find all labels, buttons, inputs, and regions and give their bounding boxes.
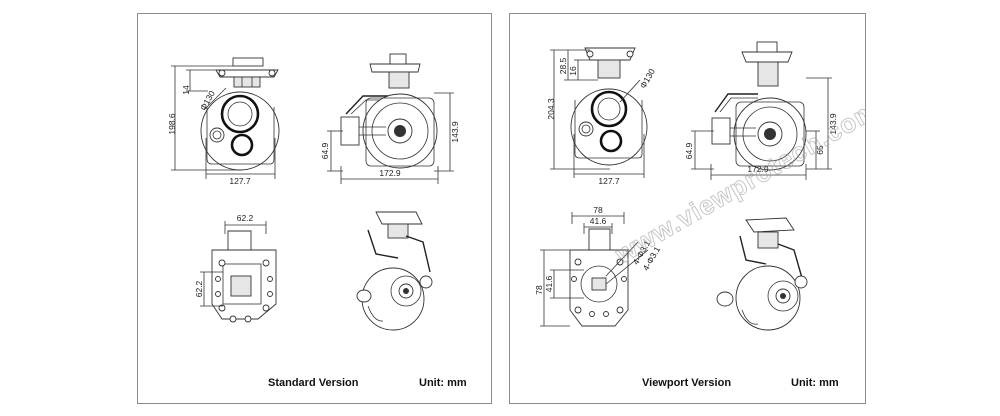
bottom-width-outer-label: 78	[593, 205, 603, 215]
side-height-label: 143.9	[828, 113, 838, 135]
front-height-label: 204.3	[546, 98, 556, 120]
front-height-label: 198.6	[167, 113, 177, 135]
bottom-height-label: 62.2	[194, 280, 204, 297]
side-height-b-label: 65	[815, 145, 825, 155]
front-offset-b-label: 16	[568, 66, 578, 76]
bottom-view: 62.2 62.2	[194, 213, 277, 323]
side-view: 64.9 172.9 143.9	[320, 53, 460, 184]
viewport-version-drawing: 204.3 28.5 16 Φ130 127.7	[534, 41, 865, 331]
front-width-label: 127.7	[229, 176, 251, 186]
front-offset-a-label: 28.5	[558, 57, 568, 74]
side-view: 64.9 172.9 65 143.9	[684, 41, 838, 180]
front-view: 204.3 28.5 16 Φ130 127.7	[546, 47, 657, 186]
front-offset-label: 14	[181, 85, 191, 95]
standard-unit-caption: Unit: mm	[419, 377, 467, 389]
bottom-width-inner-label: 41.6	[590, 216, 607, 226]
bottom-height-inner-label: 41.6	[544, 275, 554, 292]
front-diameter-label: Φ130	[638, 67, 657, 90]
side-width-label: 172.9	[379, 168, 401, 178]
isometric-view	[356, 211, 433, 331]
bottom-view: 78 41.6 4-Φ3.1 4-Φ3.1 78 41.6	[534, 205, 662, 327]
isometric-view	[716, 217, 808, 331]
bottom-height-outer-label: 78	[534, 285, 544, 295]
standard-version-caption: Standard Version	[268, 377, 359, 389]
bottom-width-label: 62.2	[237, 213, 254, 223]
side-offset-height-label: 64.9	[320, 142, 330, 159]
side-offset-height-label: 64.9	[684, 142, 694, 159]
viewport-version-panel: 204.3 28.5 16 Φ130 127.7	[509, 13, 866, 404]
front-width-label: 127.7	[598, 176, 620, 186]
side-width-label: 172.9	[747, 164, 769, 174]
viewport-version-caption: Viewport Version	[642, 377, 732, 389]
viewport-unit-caption: Unit: mm	[791, 377, 839, 389]
standard-version-panel: 198.6 14 Φ130 127.7	[137, 13, 492, 404]
front-view: 198.6 14 Φ130 127.7	[167, 57, 280, 186]
side-height-label: 143.9	[450, 121, 460, 143]
standard-version-drawing: 198.6 14 Φ130 127.7	[167, 53, 460, 331]
